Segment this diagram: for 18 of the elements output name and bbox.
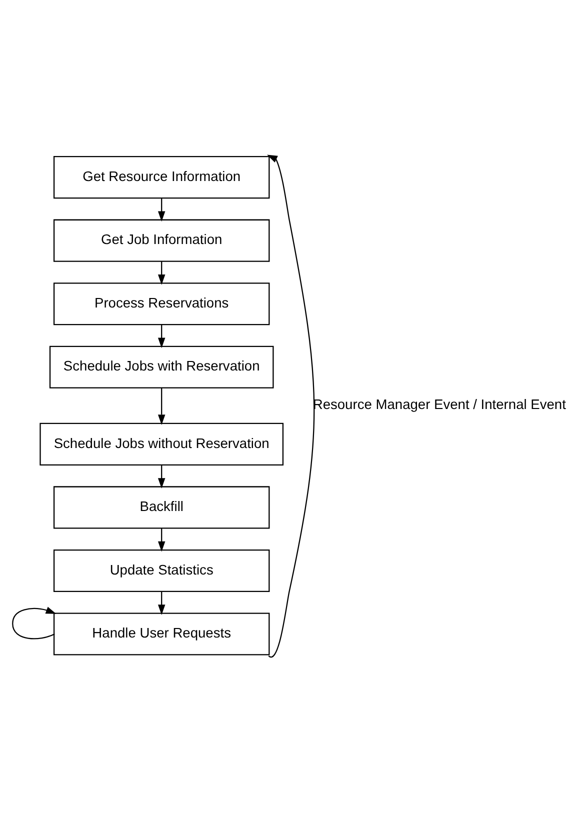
arrow bbox=[158, 260, 166, 284]
arrow bbox=[267, 154, 315, 656]
node-box: Update Statistics bbox=[53, 548, 270, 592]
arrow bbox=[158, 528, 166, 552]
edge-label: Resource Manager Event / Internal Event bbox=[312, 396, 566, 412]
arrow bbox=[158, 387, 166, 424]
node-box: Schedule Jobs without Reservation bbox=[40, 422, 284, 465]
node-box: Schedule Jobs with Reservation bbox=[49, 345, 274, 388]
node-box: Handle User Requests bbox=[53, 612, 270, 655]
arrow bbox=[158, 464, 166, 488]
node-box: Process Reservations bbox=[53, 282, 270, 325]
node-box: Backfill bbox=[53, 486, 270, 528]
arrow bbox=[158, 198, 166, 222]
arrow bbox=[158, 324, 166, 348]
arrow bbox=[12, 606, 56, 639]
node-box: Get Job Information bbox=[53, 218, 270, 262]
node-box: Get Resource Information bbox=[53, 156, 270, 198]
arrow bbox=[158, 591, 166, 614]
